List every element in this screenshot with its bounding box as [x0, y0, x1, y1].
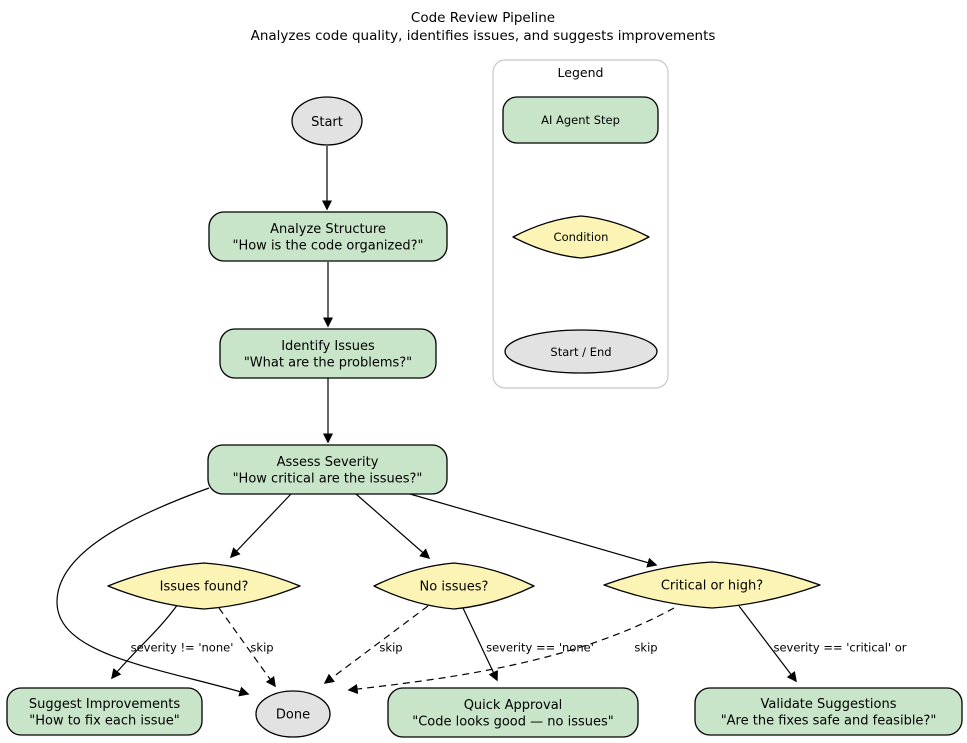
node-assess-severity: Assess Severity "How critical are the is… [207, 444, 448, 495]
node-issues-found: Issues found? [107, 562, 301, 610]
suggest-improvements-subtitle: "How to fix each issue" [29, 714, 180, 729]
edge-issues-found-to-suggest [111, 603, 179, 680]
edge-labels: severity != 'none' skip skip severity ==… [131, 641, 907, 655]
quick-approval-shape [387, 687, 639, 738]
edge-label-skip-no-issues: skip [379, 641, 402, 655]
edge-label-skip-issues-found: skip [250, 641, 273, 655]
analyze-structure-title: Analyze Structure [270, 222, 386, 237]
edge-assess-to-done [56, 487, 250, 697]
legend-agent-step-label: AI Agent Step [541, 113, 620, 127]
start-node-shape [291, 96, 363, 146]
critical-or-high-label: Critical or high? [661, 579, 763, 594]
legend-start-end-shape [504, 329, 658, 374]
flowchart-subtitle: Analyzes code quality, identifies issues… [251, 28, 716, 44]
edge-label-severity-critical: severity == 'critical' or [773, 641, 906, 655]
quick-approval-title: Quick Approval [464, 698, 563, 713]
edge-critical-to-done-skip [347, 607, 675, 695]
node-suggest-improvements: Suggest Improvements "How to fix each is… [6, 687, 203, 736]
edges [56, 146, 797, 697]
node-validate-suggestions: Validate Suggestions "Are the fixes safe… [694, 687, 963, 736]
quick-approval-subtitle: "Code looks good — no issues" [412, 715, 614, 730]
legend-agent-step-shape [502, 96, 659, 144]
issues-found-shape [107, 562, 301, 610]
start-node-label: Start [311, 115, 343, 130]
analyze-structure-subtitle: "How is the code organized?" [232, 239, 423, 254]
assess-severity-shape [207, 444, 448, 495]
legend-panel: Legend AI Agent Step Condition Start / E… [492, 59, 669, 389]
suggest-improvements-title: Suggest Improvements [29, 697, 180, 712]
edge-assess-to-critical [409, 493, 658, 568]
edge-assess-to-issues-found [229, 493, 292, 559]
node-analyze-structure: Analyze Structure "How is the code organ… [208, 211, 448, 262]
validate-suggestions-subtitle: "Are the fixes safe and feasible?" [721, 714, 937, 729]
node-identify-issues: Identify Issues "What are the problems?" [219, 328, 437, 379]
node-quick-approval: Quick Approval "Code looks good — no iss… [387, 687, 639, 738]
flowchart-title: Code Review Pipeline [411, 10, 555, 26]
edge-assess-to-no-issues [355, 493, 431, 560]
identify-issues-subtitle: "What are the problems?" [244, 356, 412, 371]
suggest-improvements-shape [6, 687, 203, 736]
edge-label-severity-not-none: severity != 'none' [131, 641, 234, 655]
edge-critical-to-validate [738, 605, 797, 683]
identify-issues-shape [219, 328, 437, 379]
node-start: Start [291, 96, 363, 146]
legend-condition-shape [512, 215, 650, 259]
identify-issues-title: Identify Issues [281, 339, 375, 354]
legend-start-end-label: Start / End [550, 345, 611, 359]
critical-or-high-shape [603, 561, 821, 609]
node-no-issues: No issues? [373, 562, 535, 610]
validate-suggestions-shape [694, 687, 963, 736]
node-critical-or-high: Critical or high? [603, 561, 821, 609]
legend-title: Legend [558, 65, 604, 80]
assess-severity-title: Assess Severity [277, 455, 379, 470]
analyze-structure-shape [208, 211, 448, 262]
edge-label-severity-none: severity == 'none' [486, 641, 594, 655]
legend-condition-label: Condition [554, 230, 609, 244]
done-node-shape [255, 690, 331, 738]
no-issues-shape [373, 562, 535, 610]
issues-found-label: Issues found? [160, 580, 249, 595]
no-issues-label: No issues? [420, 580, 489, 595]
edge-no-issues-to-done-skip [323, 605, 429, 684]
node-done: Done [255, 690, 331, 738]
done-node-label: Done [276, 708, 310, 723]
edge-no-issues-to-quick [462, 607, 498, 682]
edge-issues-found-to-done-skip [218, 607, 276, 688]
assess-severity-subtitle: "How critical are the issues?" [233, 472, 423, 487]
edge-label-skip-critical: skip [634, 641, 657, 655]
validate-suggestions-title: Validate Suggestions [761, 697, 897, 712]
